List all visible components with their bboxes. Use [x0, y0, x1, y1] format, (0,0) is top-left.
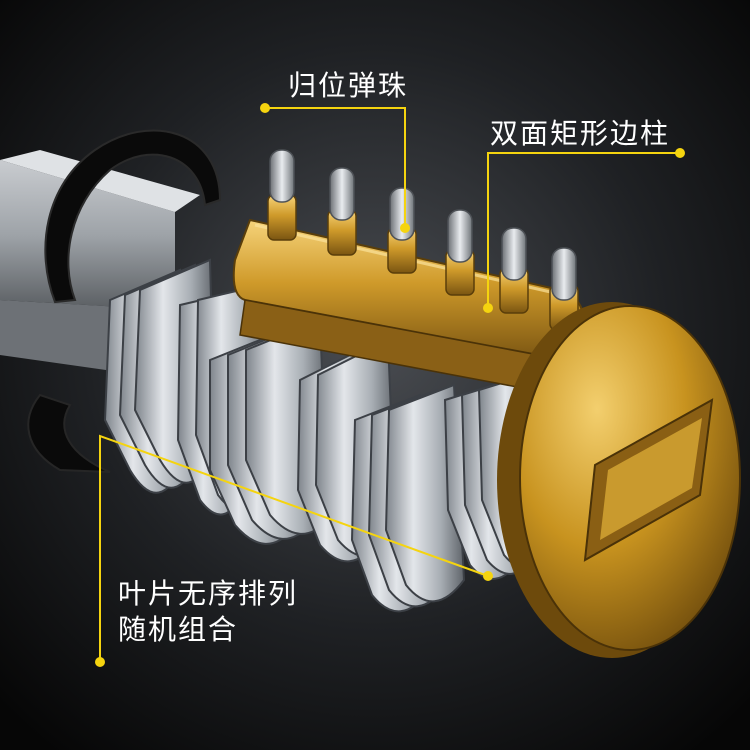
- label-double-rect-posts: 双面矩形边柱: [490, 117, 671, 150]
- label-wafers: 叶片无序排列 随机组合: [118, 576, 298, 648]
- return-pin-1: [267, 149, 297, 241]
- label-wafers-line2: 随机组合: [118, 613, 239, 646]
- black-clip: [27, 129, 222, 473]
- return-pin-5: [499, 227, 529, 314]
- label-return-pins: 归位弹珠: [288, 69, 409, 102]
- return-pin-2: [327, 167, 357, 256]
- callout-wafers: [95, 434, 493, 667]
- return-pin-4: [445, 209, 475, 296]
- wafer-stack: [103, 258, 556, 613]
- label-wafers-line1: 叶片无序排列: [118, 577, 299, 610]
- callout-side-bar: [483, 148, 685, 313]
- callout-return-pins: [260, 103, 410, 233]
- wafer-group-5: [350, 383, 466, 613]
- callouts: [95, 103, 685, 667]
- return-pin-3: [387, 187, 417, 274]
- return-pins: [267, 149, 579, 331]
- gold-end-cap: [497, 302, 741, 658]
